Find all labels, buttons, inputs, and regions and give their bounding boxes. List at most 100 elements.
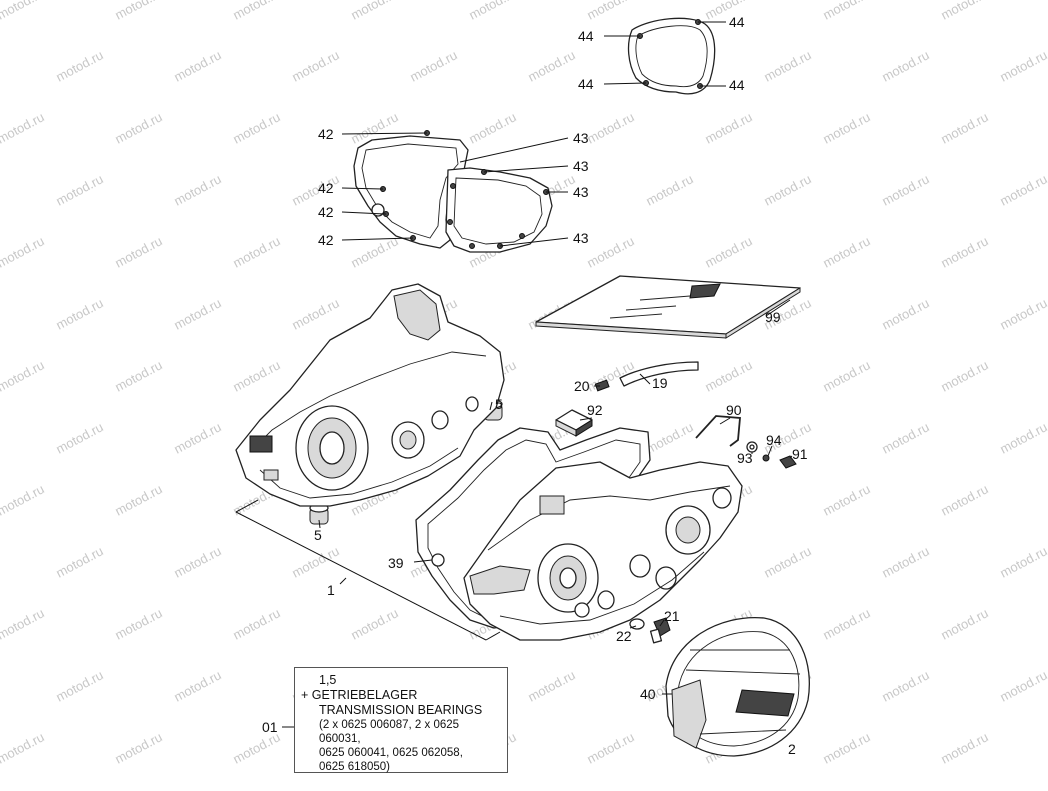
watermark-text: motod.ru — [171, 667, 223, 704]
watermark-text: motod.ru — [0, 233, 47, 270]
callout-01: 01 — [262, 719, 278, 735]
watermark-text: motod.ru — [230, 109, 282, 146]
watermark-text: motod.ru — [112, 233, 164, 270]
watermark-text: motod.ru — [171, 543, 223, 580]
watermark-text: motod.ru — [0, 729, 47, 766]
watermark-text: motod.ru — [230, 357, 282, 394]
watermark-text: motod.ru — [0, 605, 47, 642]
callout-43: 43 — [573, 158, 589, 174]
callout-94: 94 — [766, 432, 782, 448]
callout-42: 42 — [318, 180, 334, 196]
callout-1: 1 — [327, 582, 335, 598]
watermark-text: motod.ru — [53, 47, 105, 84]
watermark-text: motod.ru — [112, 481, 164, 518]
watermark-text: motod.ru — [820, 233, 872, 270]
callout-5: 5 — [314, 527, 322, 543]
watermark-text: motod.ru — [525, 667, 577, 704]
watermark-text: motod.ru — [171, 171, 223, 208]
watermark-text: motod.ru — [879, 543, 931, 580]
item-1-bracket — [235, 499, 501, 641]
watermark-text: motod.ru — [997, 667, 1048, 704]
watermark-text: motod.ru — [466, 109, 518, 146]
callout-39: 39 — [388, 555, 404, 571]
part-42-43-gaskets — [353, 130, 553, 253]
watermark-text: motod.ru — [820, 605, 872, 642]
callout-99: 99 — [765, 309, 781, 325]
watermark-text: motod.ru — [702, 109, 754, 146]
watermark-text: motod.ru — [820, 357, 872, 394]
callout-2: 2 — [788, 741, 796, 757]
watermark-text: motod.ru — [112, 0, 164, 23]
part-40-2-ignition-cover — [665, 616, 810, 757]
callout-44: 44 — [729, 77, 745, 93]
info-line-part-numbers: 0625 060041, 0625 062058, — [319, 747, 463, 759]
watermark-text: motod.ru — [171, 47, 223, 84]
callout-42: 42 — [318, 126, 334, 142]
watermark-text: motod.ru — [112, 729, 164, 766]
watermark-text: motod.ru — [112, 605, 164, 642]
callout-42: 42 — [318, 204, 334, 220]
callout-43: 43 — [573, 184, 589, 200]
left-crankcase-half — [235, 283, 505, 507]
watermark-text: motod.ru — [289, 47, 341, 84]
watermark-text: motod.ru — [53, 171, 105, 208]
callout-21: 21 — [664, 608, 680, 624]
part-99-manual — [535, 275, 801, 339]
info-line-title-en: TRANSMISSION BEARINGS — [319, 703, 483, 717]
watermark-text: motod.ru — [879, 295, 931, 332]
watermark-text: motod.ru — [289, 295, 341, 332]
watermark-text: motod.ru — [584, 0, 636, 23]
watermark-text: motod.ru — [820, 109, 872, 146]
watermark-text: motod.ru — [997, 171, 1048, 208]
watermark-text: motod.ru — [997, 419, 1048, 456]
watermark-text: motod.ru — [938, 233, 990, 270]
watermark-text: motod.ru — [938, 729, 990, 766]
info-line-part-numbers: (2 x 0625 006087, 2 x 0625 060031, — [319, 719, 460, 745]
watermark-text: motod.ru — [53, 543, 105, 580]
watermark-text: motod.ru — [230, 233, 282, 270]
watermark-text: motod.ru — [525, 47, 577, 84]
watermark-text: motod.ru — [997, 543, 1048, 580]
watermark-text: motod.ru — [584, 109, 636, 146]
watermark-text: motod.ru — [0, 481, 47, 518]
watermark-text: motod.ru — [112, 357, 164, 394]
watermark-text: motod.ru — [53, 419, 105, 456]
watermark-text: motod.ru — [466, 0, 518, 23]
callout-90: 90 — [726, 402, 742, 418]
callout-44: 44 — [578, 76, 594, 92]
info-line-title-de: + GETRIEBELAGER — [301, 688, 418, 702]
watermark-text: motod.ru — [938, 109, 990, 146]
watermark-text: motod.ru — [761, 171, 813, 208]
watermark-text: motod.ru — [643, 171, 695, 208]
callout-labels: 44 44 44 44 42 42 42 42 43 43 43 43 99 2… — [262, 14, 808, 757]
watermark-text: motod.ru — [289, 171, 341, 208]
callout-43: 43 — [573, 230, 589, 246]
watermark-text: motod.ru — [0, 0, 47, 23]
watermark-text: motod.ru — [938, 605, 990, 642]
part-90-91-93-94-small-parts — [695, 415, 797, 469]
callout-40: 40 — [640, 686, 656, 702]
callout-20: 20 — [574, 378, 590, 394]
watermark-text: motod.ru — [0, 109, 47, 146]
part-20-19-hose — [594, 361, 699, 392]
callout-42: 42 — [318, 232, 334, 248]
transmission-bearings-box: 1,5 + GETRIEBELAGER TRANSMISSION BEARING… — [294, 667, 508, 773]
watermark-text: motod.ru — [879, 667, 931, 704]
callout-44: 44 — [729, 14, 745, 30]
part-44-ignition-gasket — [627, 17, 716, 95]
watermark-text: motod.ru — [997, 295, 1048, 332]
watermark-text: motod.ru — [938, 0, 990, 23]
watermark-text: motod.ru — [938, 357, 990, 394]
watermark-text: motod.ru — [938, 481, 990, 518]
callout-19: 19 — [652, 375, 668, 391]
part-21-22-drain-plug — [629, 617, 671, 644]
watermark-text: motod.ru — [348, 605, 400, 642]
info-line-part-numbers: 0625 618050) — [319, 761, 390, 773]
watermark-text: motod.ru — [230, 605, 282, 642]
watermark-text: motod.ru — [584, 729, 636, 766]
callout-5: 5 — [495, 396, 503, 412]
watermark-text: motod.ru — [171, 419, 223, 456]
